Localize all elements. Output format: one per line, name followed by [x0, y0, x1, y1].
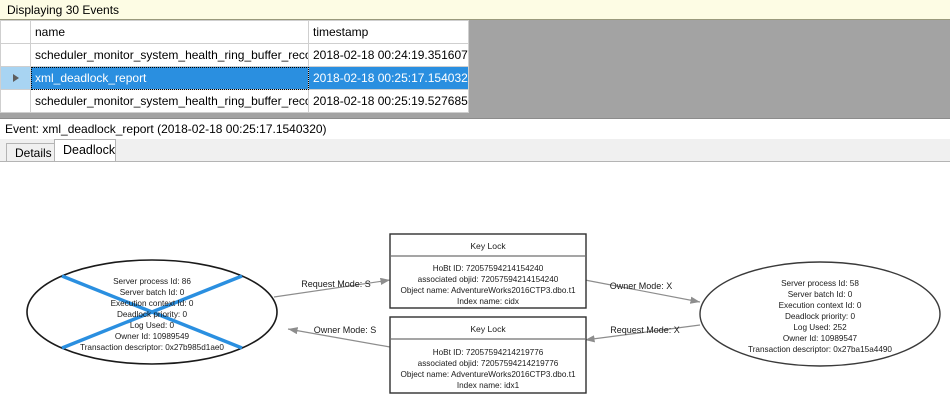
cell-timestamp[interactable]: 2018-02-18 00:25:19.5276859: [308, 89, 469, 113]
edge-label-surviving-request-bottom: Request Mode: X: [610, 325, 680, 335]
row-selector-cell-active[interactable]: [0, 66, 31, 90]
edge-top-owner-surviving: Owner Mode: X: [584, 279, 701, 304]
detail-tabstrip: Details Deadlock: [0, 139, 950, 161]
edge-bottom-owner-victim: Owner Mode: S: [287, 325, 391, 348]
table-row[interactable]: scheduler_monitor_system_health_ring_buf…: [0, 89, 469, 113]
deadlock-graph-svg: Request Mode: S Owner Mode: X Owner Mode…: [26, 233, 941, 394]
edge-line: [273, 277, 391, 298]
column-header-timestamp[interactable]: timestamp: [308, 20, 469, 44]
resource-top-line-3: Index name: cidx: [457, 297, 519, 306]
events-banner: Displaying 30 Events: [0, 0, 950, 20]
victim-line-6: Transaction descriptor: 0x27b985d1ae0: [80, 343, 224, 352]
resource-bottom-line-0: HoBt ID: 72057594214219776: [433, 348, 544, 357]
column-header-name[interactable]: name: [30, 20, 309, 44]
deadlock-graph-canvas[interactable]: Request Mode: S Owner Mode: X Owner Mode…: [0, 161, 950, 397]
victim-line-4: Log Used: 0: [130, 321, 175, 330]
edge-label-bottom-owner-victim: Owner Mode: S: [314, 325, 377, 335]
node-resource-bottom[interactable]: Key Lock HoBt ID: 72057594214219776 asso…: [389, 316, 587, 394]
victim-line-1: Server batch Id: 0: [120, 288, 185, 297]
resource-bottom-line-3: Index name: idx1: [457, 381, 520, 390]
event-detail-header: Event: xml_deadlock_report (2018-02-18 0…: [0, 118, 950, 138]
victim-cross-icon: [61, 274, 243, 350]
horizontal-scrollbar[interactable]: [0, 397, 950, 400]
tab-details[interactable]: Details: [6, 143, 58, 161]
surviving-line-0: Server process Id: 58: [781, 279, 859, 288]
events-banner-label: Displaying 30 Events: [7, 3, 120, 17]
victim-line-0: Server process Id: 86: [113, 277, 191, 286]
table-row[interactable]: scheduler_monitor_system_health_ring_buf…: [0, 43, 469, 67]
cell-name[interactable]: scheduler_monitor_system_health_ring_buf…: [30, 43, 309, 67]
events-grid-header: name timestamp: [0, 20, 469, 44]
resource-bottom-title: Key Lock: [470, 324, 506, 334]
surviving-line-1: Server batch Id: 0: [788, 290, 853, 299]
events-grid[interactable]: name timestamp scheduler_monitor_system_…: [0, 20, 950, 118]
column-header-selector: [0, 20, 31, 44]
resource-bottom-box[interactable]: [389, 316, 587, 394]
resource-top-line-2: Object name: AdventureWorks2016CTP3.dbo.…: [400, 286, 576, 295]
cell-timestamp[interactable]: 2018-02-18 00:25:17.1540320: [308, 66, 469, 90]
edge-victim-request-top: Request Mode: S: [273, 277, 391, 298]
node-victim-process[interactable]: Server process Id: 86 Server batch Id: 0…: [26, 259, 278, 365]
edge-label-victim-request-top: Request Mode: S: [301, 279, 371, 289]
edge-line: [287, 327, 391, 348]
victim-line-5: Owner Id: 10989549: [115, 332, 190, 341]
events-grid-table: name timestamp scheduler_monitor_system_…: [0, 20, 469, 113]
events-grid-header-row: name timestamp: [0, 20, 469, 44]
row-selector-cell[interactable]: [0, 89, 31, 113]
node-surviving-process[interactable]: Server process Id: 58 Server batch Id: 0…: [699, 261, 941, 367]
node-resource-top[interactable]: Key Lock HoBt ID: 72057594214154240 asso…: [389, 233, 587, 309]
surviving-line-3: Deadlock priority: 0: [785, 312, 856, 321]
row-selector-cell[interactable]: [0, 43, 31, 67]
event-detail-header-label: Event: xml_deadlock_report (2018-02-18 0…: [5, 122, 327, 136]
row-current-arrow-icon: [12, 74, 19, 82]
surviving-line-5: Owner Id: 10989547: [783, 334, 858, 343]
events-grid-body: scheduler_monitor_system_health_ring_buf…: [0, 43, 469, 113]
edge-line: [584, 279, 701, 304]
cell-timestamp[interactable]: 2018-02-18 00:24:19.3516078: [308, 43, 469, 67]
victim-line-3: Deadlock priority: 0: [117, 310, 188, 319]
surviving-line-6: Transaction descriptor: 0x27ba15a4490: [748, 345, 892, 354]
edge-line: [584, 324, 701, 343]
resource-top-box[interactable]: [389, 233, 587, 309]
cell-name[interactable]: scheduler_monitor_system_health_ring_buf…: [30, 89, 309, 113]
surviving-line-4: Log Used: 252: [793, 323, 847, 332]
victim-line-2: Execution context Id: 0: [111, 299, 194, 308]
surviving-line-2: Execution context Id: 0: [779, 301, 862, 310]
table-row-selected[interactable]: xml_deadlock_report 2018-02-18 00:25:17.…: [0, 66, 469, 90]
resource-top-title: Key Lock: [470, 241, 506, 251]
resource-bottom-line-1: associated objid: 72057594214219776: [418, 359, 559, 368]
surviving-process-ellipse[interactable]: [699, 261, 941, 367]
cell-name[interactable]: xml_deadlock_report: [30, 66, 309, 90]
edge-surviving-request-bottom: Request Mode: X: [584, 324, 701, 343]
resource-top-line-1: associated objid: 72057594214154240: [418, 275, 559, 284]
resource-bottom-line-2: Object name: AdventureWorks2016CTP3.dbo.…: [400, 370, 576, 379]
tab-deadlock[interactable]: Deadlock: [54, 139, 116, 161]
resource-top-line-0: HoBt ID: 72057594214154240: [433, 264, 544, 273]
edge-label-top-owner-surviving: Owner Mode: X: [610, 281, 673, 291]
